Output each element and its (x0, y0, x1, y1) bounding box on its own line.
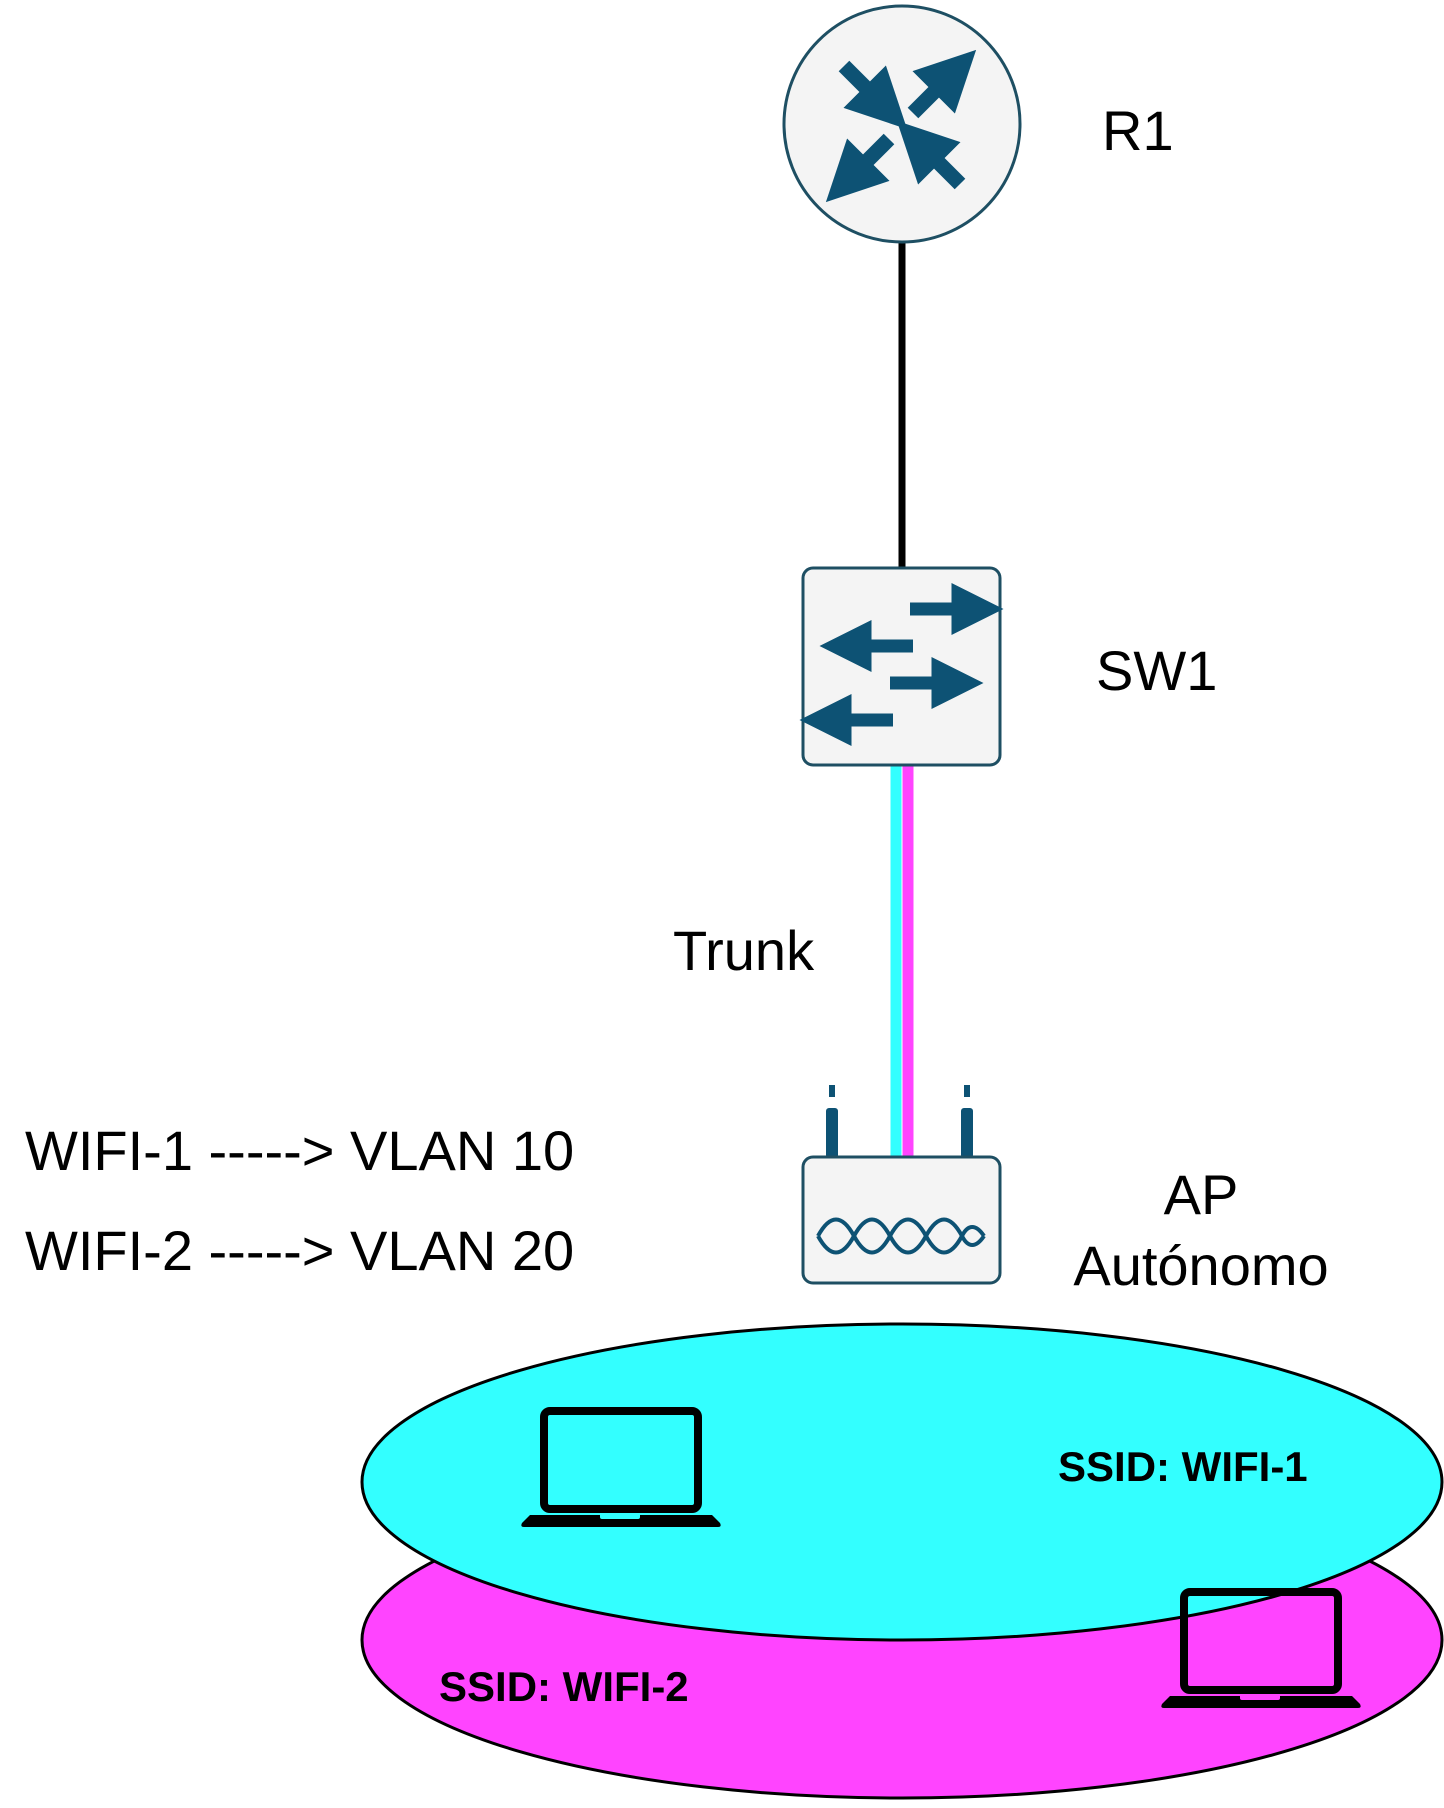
laptop-icon[interactable] (521, 1407, 721, 1527)
ssid-wifi1-label: SSID: WIFI-1 (1058, 1443, 1308, 1490)
antenna-right (961, 1085, 973, 1158)
ap-label-line1: AP (1164, 1163, 1239, 1226)
laptop-icon[interactable] (1161, 1588, 1361, 1708)
mapping-wifi2-vlan20: WIFI-2 -----> VLAN 20 (25, 1219, 574, 1282)
antenna-left (826, 1085, 838, 1158)
trunk-label: Trunk (673, 919, 815, 982)
wifi1-coverage (360, 1322, 1444, 1642)
ssid-wifi2-label: SSID: WIFI-2 (439, 1663, 689, 1710)
signal-wave-icon (816, 1217, 986, 1255)
router-icon[interactable] (782, 4, 1022, 244)
router-label: R1 (1102, 99, 1174, 162)
access-point-icon[interactable] (801, 1085, 1002, 1285)
mapping-wifi1-vlan10: WIFI-1 -----> VLAN 10 (25, 1119, 574, 1182)
ap-label-line2: Autónomo (1073, 1234, 1328, 1297)
trunk-link (890, 765, 914, 1157)
switch-label: SW1 (1096, 639, 1217, 702)
switch-icon[interactable] (799, 566, 1004, 767)
